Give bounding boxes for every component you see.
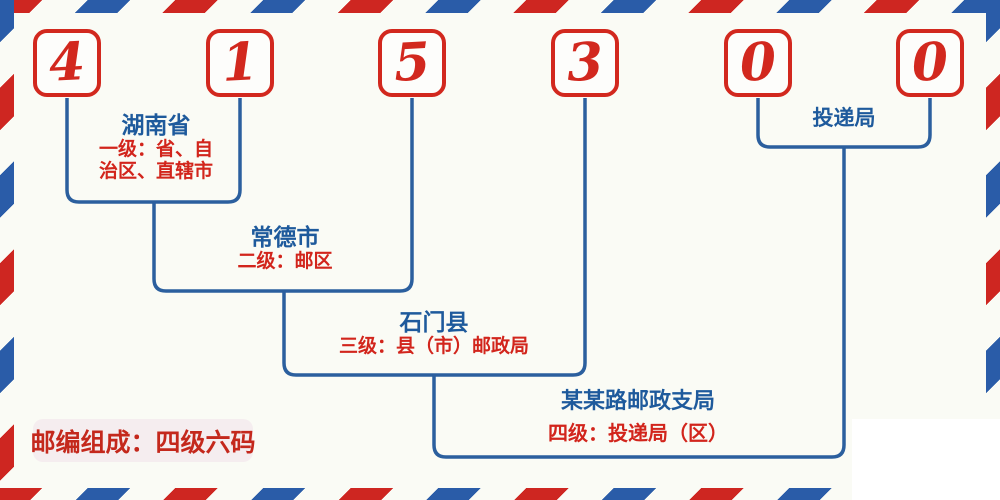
level2-label: 常德市 二级：邮区 [237, 224, 333, 273]
digit-box-6: 0 [896, 29, 964, 97]
digit-value: 1 [220, 31, 260, 94]
composition-badge-text: 邮编组成：四级六码 [30, 427, 256, 457]
digit-box-5: 0 [724, 29, 792, 97]
level4-desc: 四级：投递局（区） [548, 423, 728, 446]
delivery-name: 投递局 [812, 105, 876, 130]
level3-label: 石门县 三级：县（市）邮政局 [338, 309, 530, 358]
digit-value: 5 [392, 31, 432, 94]
bracket-level4 [432, 147, 846, 459]
digit-value: 3 [565, 31, 605, 94]
digit-value: 4 [47, 31, 87, 94]
level4-name: 某某路邮政支局 [560, 388, 715, 414]
level3-desc: 三级：县（市）邮政局 [338, 336, 530, 358]
digit-value: 0 [910, 31, 950, 94]
digit-box-4: 3 [551, 29, 619, 97]
level1-name: 湖南省 [121, 112, 191, 139]
level1-desc-line2: 治区、直辖市 [98, 161, 214, 183]
level2-desc: 二级：邮区 [237, 251, 333, 273]
digit-box-2: 1 [206, 29, 274, 97]
bracket-delivery [756, 98, 932, 149]
composition-badge: 邮编组成：四级六码 [30, 419, 256, 462]
level3-name: 石门县 [399, 309, 469, 336]
digit-box-1: 4 [33, 29, 101, 97]
delivery-label: 投递局 [812, 105, 876, 130]
level4-label: 某某路邮政支局 四级：投递局（区） [548, 388, 728, 446]
level1-desc-line1: 一级：省、自 [98, 139, 214, 161]
white-patch [852, 419, 1000, 500]
level1-label: 湖南省 一级：省、自 治区、直辖市 [98, 112, 214, 183]
digit-value: 0 [738, 31, 778, 94]
level2-name: 常德市 [250, 224, 320, 251]
digit-box-3: 5 [378, 29, 446, 97]
